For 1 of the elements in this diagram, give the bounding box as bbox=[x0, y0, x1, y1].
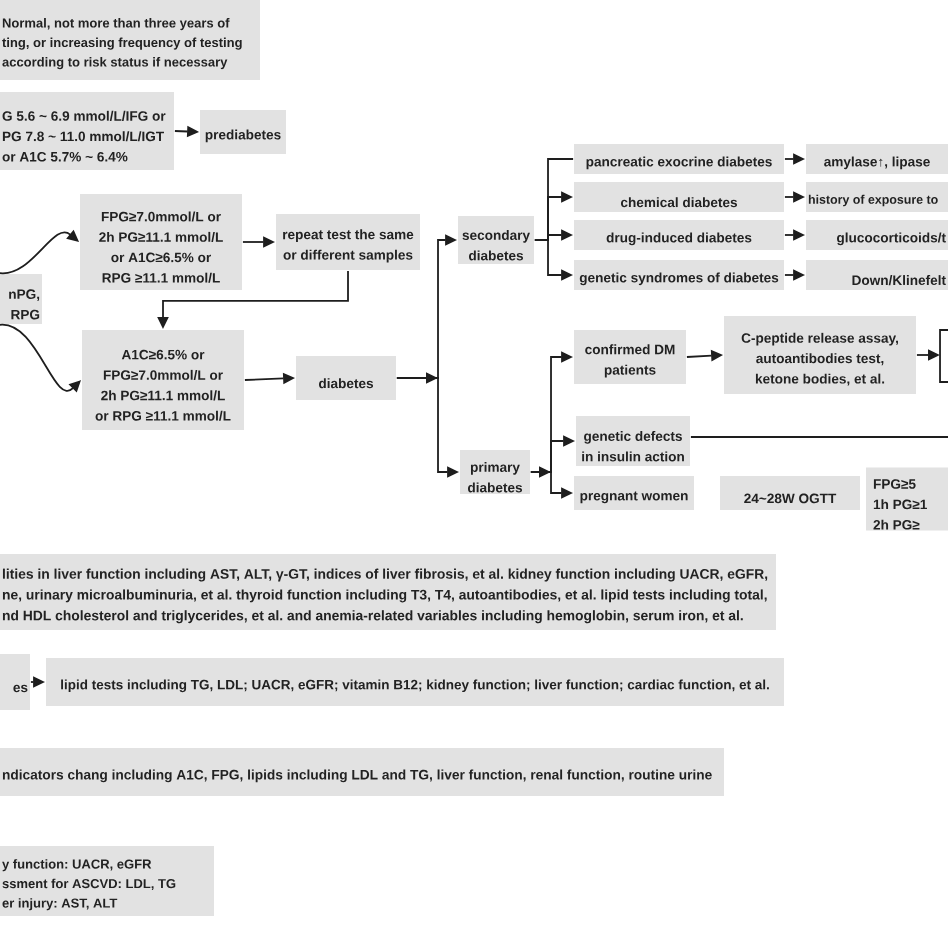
connector-line bbox=[690, 436, 948, 438]
